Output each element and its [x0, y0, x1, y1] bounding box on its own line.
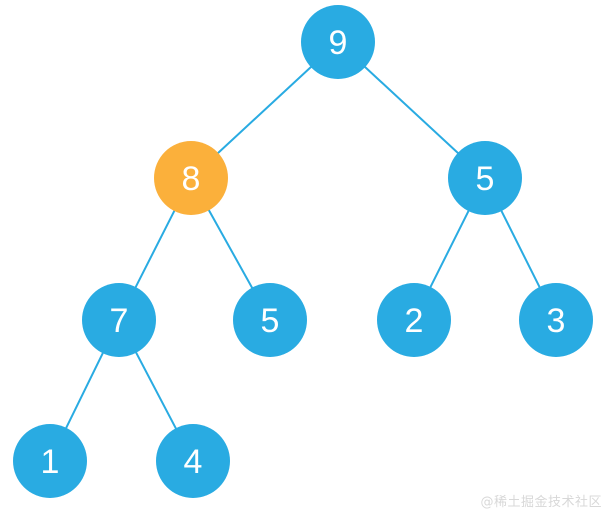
- tree-node-circle[interactable]: [156, 424, 230, 498]
- tree-node-1[interactable]: 1: [13, 424, 87, 498]
- tree-node-label: 3: [547, 302, 566, 340]
- tree-node-3[interactable]: 3: [519, 283, 593, 357]
- tree-node-label: 1: [41, 443, 60, 481]
- tree-node-5[interactable]: 5: [448, 141, 522, 215]
- tree-node-label: 9: [329, 24, 348, 62]
- tree-edge-n9-n5r: [361, 63, 462, 157]
- tree-edge-n9-n8: [214, 63, 315, 157]
- tree-edge-n5r-n2: [427, 206, 472, 292]
- tree-node-circle[interactable]: [448, 141, 522, 215]
- tree-node-7[interactable]: 7: [82, 283, 156, 357]
- tree-node-label: 5: [476, 160, 495, 198]
- tree-node-label: 4: [184, 443, 203, 481]
- tree-node-circle[interactable]: [13, 424, 87, 498]
- tree-edge-n7-n4: [133, 348, 179, 433]
- tree-edge-n5r-n3: [498, 206, 543, 292]
- tree-edge-n7-n1: [63, 348, 106, 433]
- tree-node-label: 2: [405, 302, 424, 340]
- tree-node-9[interactable]: 9: [301, 5, 375, 79]
- tree-node-label: 7: [110, 302, 129, 340]
- tree-node-4[interactable]: 4: [156, 424, 230, 498]
- tree-node-5[interactable]: 5: [233, 283, 307, 357]
- watermark-text: @稀土掘金技术社区: [480, 495, 602, 510]
- tree-node-circle[interactable]: [519, 283, 593, 357]
- tree-node-circle[interactable]: [233, 283, 307, 357]
- tree-node-label: 5: [261, 302, 280, 340]
- tree-node-label: 8: [182, 160, 201, 198]
- tree-node-8-highlighted[interactable]: 8: [154, 141, 228, 215]
- tree-node-circle[interactable]: [82, 283, 156, 357]
- tree-edge-n8-n5l: [206, 205, 255, 293]
- tree-node-layer: 9 8 5 7 5 2 3 1 4: [13, 5, 593, 498]
- tree-node-circle[interactable]: [301, 5, 375, 79]
- tree-node-2[interactable]: 2: [377, 283, 451, 357]
- tree-edge-layer: [63, 63, 543, 433]
- tree-node-circle[interactable]: [377, 283, 451, 357]
- tree-edge-n8-n7: [132, 206, 178, 292]
- tree-node-circle[interactable]: [154, 141, 228, 215]
